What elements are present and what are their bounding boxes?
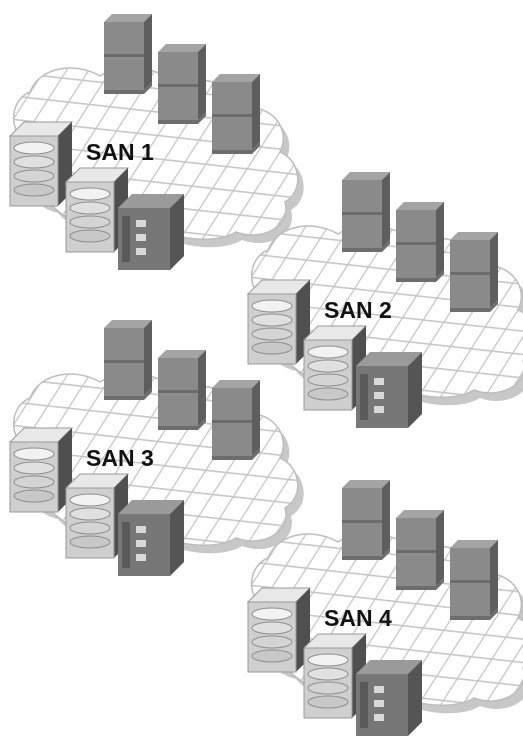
server-tower-icon <box>342 172 390 252</box>
disk-storage-stack-icon <box>246 587 312 673</box>
disk-storage-stack-icon <box>8 121 74 207</box>
server-tower-icon <box>396 510 444 590</box>
server-tower-icon <box>212 380 260 460</box>
storage-cabinet-icon <box>118 500 184 576</box>
san-label: SAN 2 <box>324 297 392 323</box>
server-tower-icon <box>158 350 206 430</box>
server-tower-icon <box>450 232 498 312</box>
san-cluster-3: SAN 3 <box>8 320 304 576</box>
disk-storage-stack-icon <box>64 167 130 253</box>
san-cluster-2: SAN 2 <box>246 172 523 428</box>
san-cluster-4: SAN 4 <box>246 480 523 736</box>
server-tower-icon <box>104 14 152 94</box>
storage-cabinet-icon <box>356 660 422 736</box>
disk-storage-stack-icon <box>302 633 368 719</box>
server-tower-icon <box>212 74 260 154</box>
san-label: SAN 1 <box>86 139 154 165</box>
server-tower-icon <box>104 320 152 400</box>
storage-cabinet-icon <box>118 194 184 270</box>
server-tower-icon <box>396 202 444 282</box>
san-label: SAN 4 <box>324 605 392 631</box>
storage-cabinet-icon <box>356 352 422 428</box>
server-tower-icon <box>158 44 206 124</box>
server-tower-icon <box>450 540 498 620</box>
san-label: SAN 3 <box>86 445 154 471</box>
disk-storage-stack-icon <box>8 427 74 513</box>
server-tower-icon <box>342 480 390 560</box>
san-cluster-1: SAN 1 <box>8 14 304 270</box>
disk-storage-stack-icon <box>246 279 312 365</box>
